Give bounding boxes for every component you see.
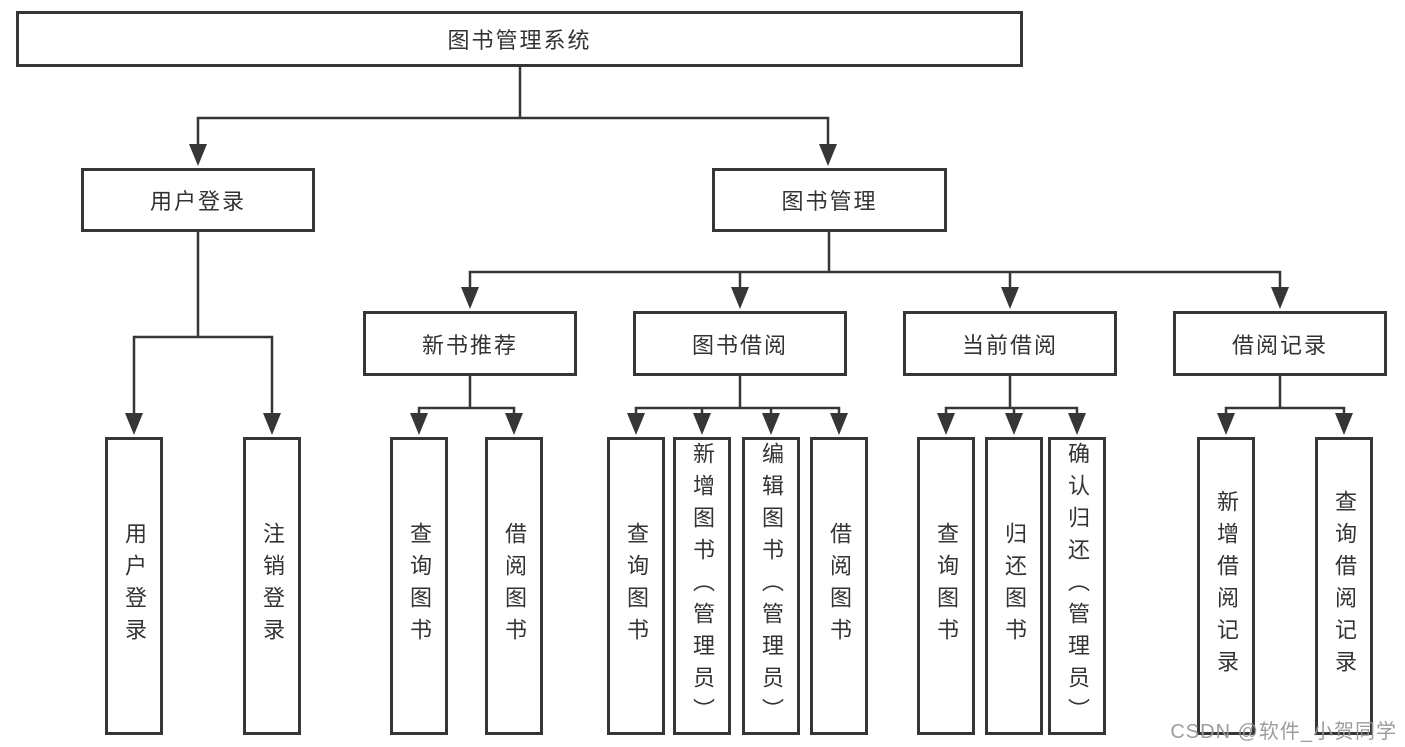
node-book-management: 图书管理 <box>712 168 947 232</box>
leaf-query-books-recommend: 查询图书 <box>390 437 448 735</box>
leaf-query-borrow-record: 查询借阅记录 <box>1315 437 1373 735</box>
leaf-confirm-return-admin: 确认归还（管理员） <box>1048 437 1106 735</box>
leaf-borrow-books-borrowing: 借阅图书 <box>810 437 868 735</box>
leaf-query-books-current-label: 查询图书 <box>934 522 959 650</box>
node-book-borrowing-label: 图书借阅 <box>691 332 788 358</box>
node-library-system-label: 图书管理系统 <box>447 28 592 53</box>
node-book-management-label: 图书管理 <box>781 189 878 214</box>
leaf-edit-book-admin: 编辑图书（管理员） <box>742 437 800 735</box>
leaf-borrow-books-recommend: 借阅图书 <box>485 437 543 735</box>
node-new-book-recommend-label: 新书推荐 <box>421 332 518 358</box>
leaf-return-books-label: 归还图书 <box>1002 522 1027 650</box>
leaf-add-borrow-record-label: 新增借阅记录 <box>1214 490 1239 682</box>
node-user-login: 用户登录 <box>81 168 315 232</box>
leaf-query-books-borrowing: 查询图书 <box>607 437 665 735</box>
node-library-system: 图书管理系统 <box>16 11 1023 67</box>
arrowheads-path <box>125 144 1353 435</box>
leaf-query-borrow-record-label: 查询借阅记录 <box>1332 490 1357 682</box>
node-borrowing-records-label: 借阅记录 <box>1231 332 1328 358</box>
leaf-query-books-borrowing-label: 查询图书 <box>624 522 649 650</box>
leaf-add-book-admin: 新增图书（管理员） <box>673 437 731 735</box>
node-new-book-recommend: 新书推荐 <box>363 311 577 376</box>
leaf-add-book-admin-label: 新增图书（管理员） <box>690 442 715 730</box>
leaf-query-books-recommend-label: 查询图书 <box>407 522 432 650</box>
leaf-add-borrow-record: 新增借阅记录 <box>1197 437 1255 735</box>
leaf-confirm-return-admin-label: 确认归还（管理员） <box>1065 442 1090 730</box>
leaf-query-books-current: 查询图书 <box>917 437 975 735</box>
leaf-logout: 注销登录 <box>243 437 301 735</box>
leaf-logout-label: 注销登录 <box>260 522 285 650</box>
watermark: CSDN @软件_小贺同学 <box>1170 721 1397 743</box>
node-current-borrowing: 当前借阅 <box>903 311 1117 376</box>
node-user-login-label: 用户登录 <box>149 189 246 214</box>
leaf-return-books: 归还图书 <box>985 437 1043 735</box>
node-book-borrowing: 图书借阅 <box>633 311 847 376</box>
leaf-user-login: 用户登录 <box>105 437 163 735</box>
leaf-edit-book-admin-label: 编辑图书（管理员） <box>759 442 784 730</box>
leaf-borrow-books-recommend-label: 借阅图书 <box>502 522 527 650</box>
leaf-user-login-label: 用户登录 <box>122 522 147 650</box>
node-current-borrowing-label: 当前借阅 <box>961 332 1058 358</box>
leaf-borrow-books-borrowing-label: 借阅图书 <box>827 522 852 650</box>
node-borrowing-records: 借阅记录 <box>1173 311 1387 376</box>
